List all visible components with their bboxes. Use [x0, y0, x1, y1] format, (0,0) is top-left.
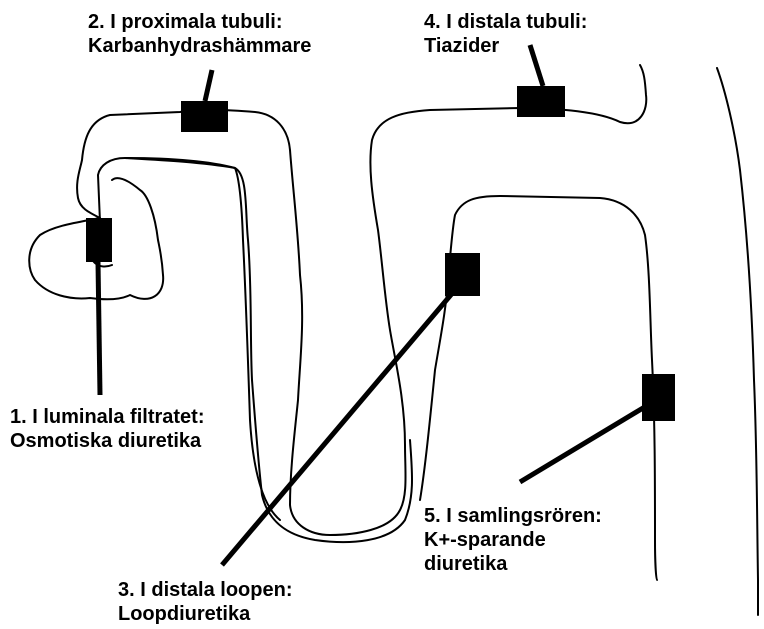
nephron-outer-wall [77, 65, 646, 535]
label-proximal-line1: 2. I proximala tubuli: [88, 10, 311, 34]
site-marker-luminal [86, 218, 112, 262]
label-collecting-line3: diuretika [424, 552, 602, 576]
label-loop-line1: 3. I distala loopen: [118, 578, 292, 602]
nephron-inner-wall [91, 158, 412, 542]
label-loop-line2: Loopdiuretika [118, 602, 292, 626]
leader-line-collecting [520, 405, 648, 482]
site-marker-proximal [181, 101, 228, 132]
leader-line-proximal [205, 70, 212, 101]
leader-line-luminal [98, 262, 100, 395]
label-collecting-line2: K+-sparande [424, 528, 602, 552]
descending-inner-line [125, 158, 280, 520]
label-distal-line1: 4. I distala tubuli: [424, 10, 587, 34]
label-collecting-ducts: 5. I samlingsrören: K+-sparande diuretik… [424, 504, 602, 576]
label-luminal-line1: 1. I luminala filtratet: [10, 405, 204, 429]
site-marker-distal-tubule [517, 86, 565, 117]
site-marker-collecting [642, 374, 675, 421]
label-luminal-filtrate: 1. I luminala filtratet: Osmotiska diure… [10, 405, 204, 453]
label-distal-loop: 3. I distala loopen: Loopdiuretika [118, 578, 292, 626]
site-marker-loop [445, 253, 480, 296]
label-distal-line2: Tiazider [424, 34, 587, 58]
label-luminal-line2: Osmotiska diuretika [10, 429, 204, 453]
collecting-duct-wall [717, 68, 758, 615]
leader-line-loop [222, 290, 455, 565]
label-collecting-line1: 5. I samlingsrören: [424, 504, 602, 528]
label-proximal-tubule: 2. I proximala tubuli: Karbanhydrashämma… [88, 10, 311, 58]
label-distal-tubule: 4. I distala tubuli: Tiazider [424, 10, 587, 58]
label-proximal-line2: Karbanhydrashämmare [88, 34, 311, 58]
